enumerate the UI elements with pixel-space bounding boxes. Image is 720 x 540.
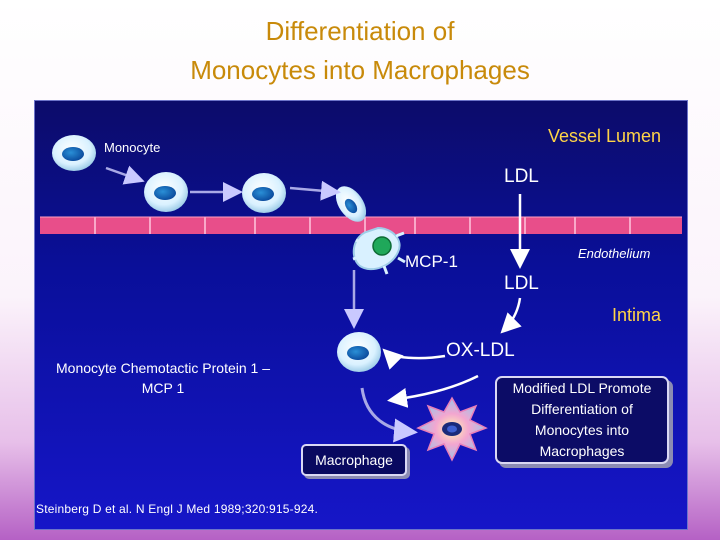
- vessel-lumen-label: Vessel Lumen: [548, 126, 662, 146]
- modified-ldl-callout: Modified LDL Promote Differentiation of …: [495, 376, 669, 464]
- citation: Steinberg D et al. N Engl J Med 1989;320…: [36, 502, 318, 516]
- monocyte-cell-adhering: [335, 186, 367, 222]
- macrophage-callout-text: Macrophage: [315, 452, 393, 468]
- ldl-label-mid: LDL: [504, 273, 539, 294]
- modified-ldl-callout-text: Modified LDL Promote Differentiation of …: [512, 380, 652, 459]
- slide-title-line-1: Differentiation of: [265, 16, 455, 46]
- arrow-oxldl-to-macrophage: [387, 374, 479, 408]
- intima-label: Intima: [612, 305, 662, 325]
- mcp-description-label: Monocyte Chemotactic Protein 1 – MCP 1: [56, 360, 270, 396]
- monocyte-label: Monocyte: [104, 140, 161, 155]
- ldl-label-top: LDL: [504, 166, 539, 187]
- monocyte-cell-1: [52, 135, 96, 171]
- monocyte-cell-3: [242, 173, 286, 213]
- endothelium-label: Endothelium: [578, 246, 651, 261]
- monocyte-cell-intima: [337, 332, 381, 372]
- macrophage-callout: Macrophage: [301, 444, 407, 476]
- arrow-monocyte-to-cell2: [105, 165, 145, 185]
- endothelium-band: [40, 216, 682, 234]
- arrow-ldl-to-oxldl: [500, 297, 522, 334]
- mcp1-label: MCP-1: [405, 252, 458, 271]
- arrow-oxldl-to-monocyte: [382, 348, 446, 370]
- macrophage-cell: [416, 396, 488, 462]
- mcp1-molecule-icon: [372, 236, 392, 256]
- arrow-monocyte-to-macrophage: [360, 387, 418, 443]
- arrow-cell3-to-adhering: [289, 180, 341, 201]
- monocyte-cell-2: [144, 172, 188, 212]
- ox-ldl-label: OX-LDL: [446, 340, 515, 361]
- slide-title-line-2: Monocytes into Macrophages: [190, 55, 530, 85]
- arrow-mcp1-loop: [540, 244, 580, 262]
